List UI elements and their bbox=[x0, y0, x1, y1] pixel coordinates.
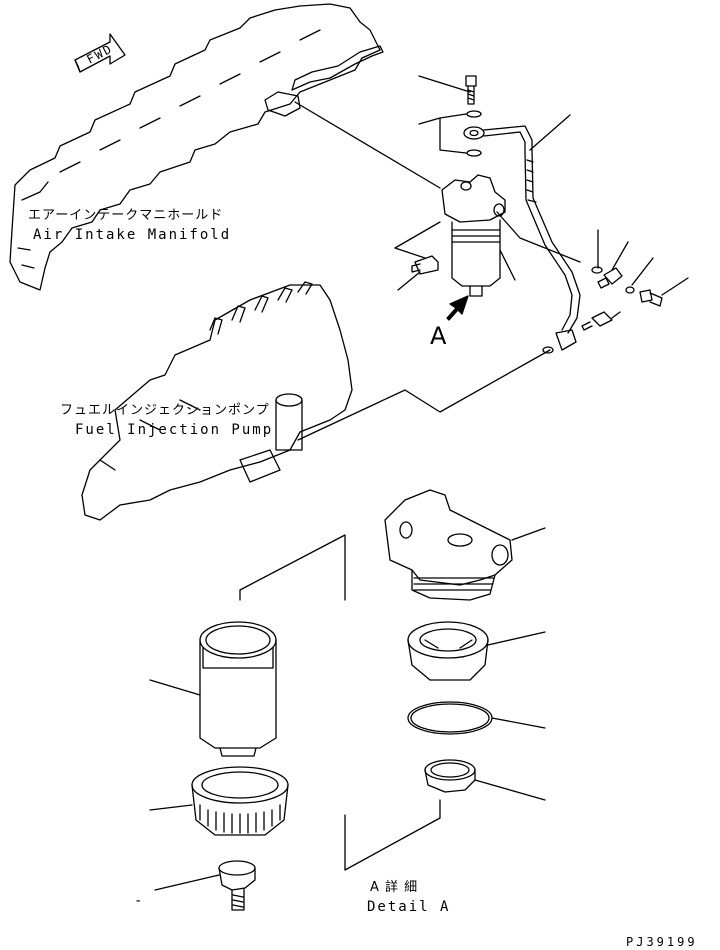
retaining-ring bbox=[150, 767, 288, 835]
fuel-filter-assembly bbox=[442, 175, 515, 296]
fuel-injection-pump-label-jp: フュエルインジェクションポンプ bbox=[60, 403, 270, 418]
stray-mark: - bbox=[134, 893, 145, 909]
drain-plug bbox=[155, 861, 255, 910]
washer bbox=[467, 150, 481, 156]
banjo-fitting bbox=[464, 126, 532, 152]
detail-label-jp: A 詳 細 bbox=[370, 880, 419, 895]
mounting-bolt bbox=[466, 76, 476, 104]
detail-bracket-line bbox=[345, 800, 440, 870]
filter-bolt bbox=[395, 222, 440, 290]
washer bbox=[626, 287, 634, 293]
o-ring bbox=[408, 702, 545, 734]
washer bbox=[467, 111, 481, 117]
air-intake-manifold-label-jp: エアーインテークマニホールド bbox=[28, 208, 224, 223]
view-arrow-icon bbox=[447, 296, 468, 320]
banjo-bolt bbox=[582, 312, 620, 330]
washer bbox=[592, 267, 602, 273]
filter-element bbox=[150, 622, 276, 756]
filter-head bbox=[385, 490, 545, 600]
pump-leader-line bbox=[298, 350, 550, 440]
fuel-pipe bbox=[525, 150, 580, 333]
bolt bbox=[640, 290, 662, 306]
air-intake-manifold-label-en: Air Intake Manifold bbox=[33, 227, 232, 243]
filter-cup bbox=[408, 622, 545, 680]
detail-bracket-line bbox=[240, 535, 345, 600]
pipe-nut bbox=[543, 330, 576, 353]
fuel-injection-pump bbox=[82, 282, 352, 520]
view-arrow-label: A bbox=[430, 322, 447, 350]
fuel-injection-pump-label-en: Fuel Injection Pump bbox=[75, 422, 274, 438]
detail-label-en: Detail A bbox=[367, 899, 451, 915]
manifold-leader-line bbox=[295, 102, 440, 188]
fitting bbox=[598, 268, 622, 288]
seal-ring bbox=[425, 760, 545, 800]
air-intake-manifold bbox=[10, 4, 383, 290]
drawing-number: PJ39199 bbox=[626, 935, 698, 949]
fwd-arrow-icon bbox=[75, 34, 125, 72]
